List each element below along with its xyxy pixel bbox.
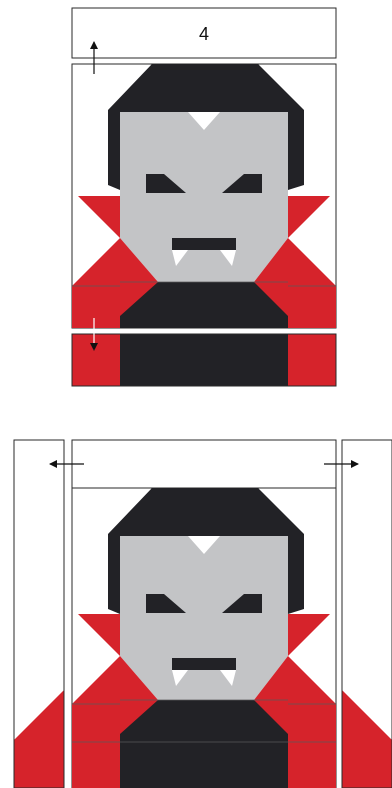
header-strip: 4 <box>71 7 337 59</box>
mouth <box>172 238 236 250</box>
header-strip-outline <box>71 7 337 59</box>
right-side-strip <box>341 439 392 788</box>
left-fang <box>172 250 188 266</box>
body <box>120 282 288 328</box>
right-side-strip-outline <box>341 439 392 788</box>
left-side-strip-cape <box>14 690 64 788</box>
step-number: 4 <box>199 24 209 44</box>
right-fang <box>220 250 236 266</box>
cape-left <box>72 614 158 788</box>
vampire-block-top <box>71 63 337 329</box>
cape-left <box>72 196 158 328</box>
header-strip-bottom <box>71 439 337 489</box>
bottom-strip-right-cape <box>288 334 336 386</box>
cape-right <box>254 614 336 788</box>
hair <box>108 64 304 190</box>
face <box>120 536 288 700</box>
left-fang <box>172 670 188 686</box>
mouth <box>172 658 236 670</box>
bottom-diagram <box>13 439 392 788</box>
left-eye <box>146 174 186 193</box>
hair <box>108 488 304 614</box>
top-diagram: 4 <box>71 7 337 387</box>
right-eye <box>222 594 262 613</box>
bottom-strip-left-cape <box>72 334 120 386</box>
right-side-strip-cape <box>342 690 392 788</box>
face <box>120 112 288 282</box>
bottom-strip <box>71 333 337 387</box>
left-eye <box>146 594 186 613</box>
right-eye <box>222 174 262 193</box>
vampire-block-bottom <box>71 487 337 788</box>
right-fang <box>220 670 236 686</box>
bottom-strip-outline <box>71 333 337 387</box>
body <box>120 700 288 788</box>
bottom-strip-body <box>120 334 288 386</box>
cape-right <box>254 196 336 328</box>
left-side-strip-outline <box>13 439 65 788</box>
left-side-strip <box>13 439 65 788</box>
